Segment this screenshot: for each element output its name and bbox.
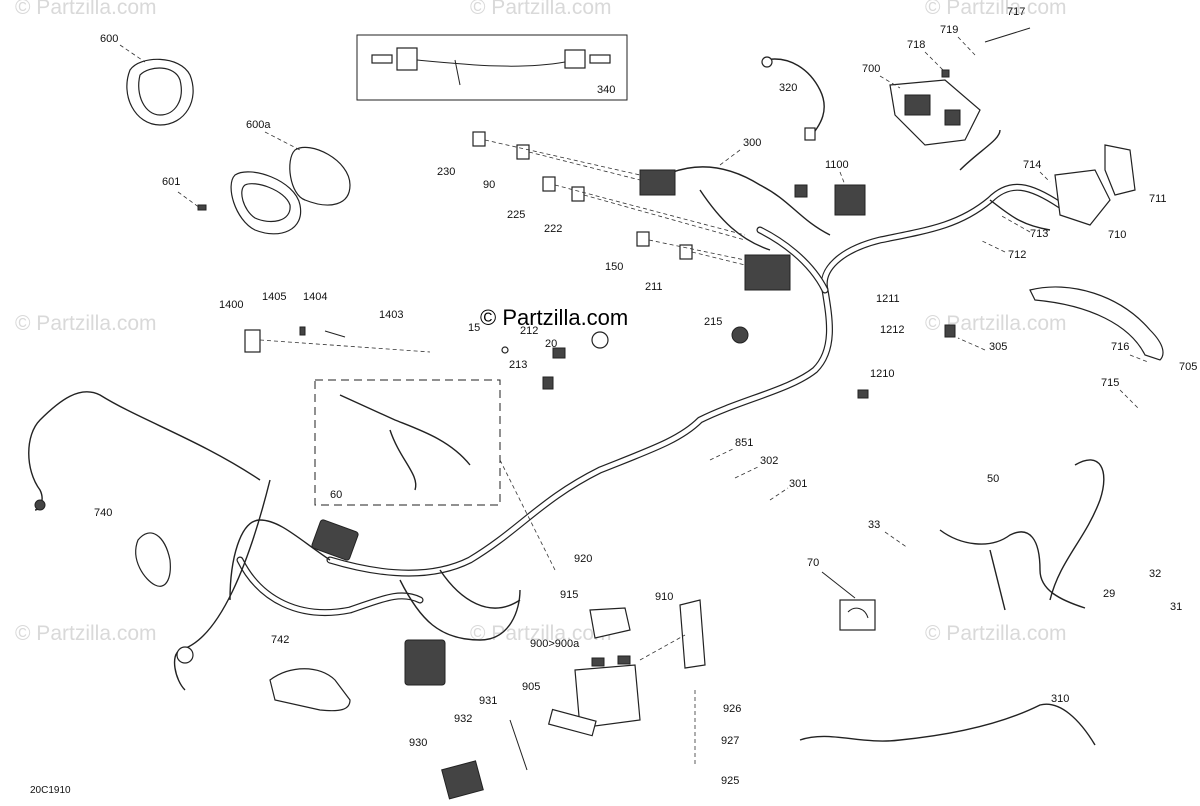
instruction-card-70[interactable] xyxy=(839,599,876,631)
callout-713: 713 xyxy=(1030,228,1048,240)
callout-712: 712 xyxy=(1008,249,1026,261)
callout-714: 714 xyxy=(1023,159,1041,171)
callout-742: 742 xyxy=(271,634,289,646)
diagram-code: 20C1910 xyxy=(30,785,71,796)
callout-340: 340 xyxy=(597,84,615,96)
callout-716: 716 xyxy=(1111,341,1129,353)
callout-301: 301 xyxy=(789,478,807,490)
callout-213: 213 xyxy=(509,359,527,371)
gauge-bezel-600[interactable] xyxy=(126,58,194,126)
tail-light-742[interactable] xyxy=(269,668,351,712)
callout-310: 310 xyxy=(1051,693,1069,705)
callout-927: 927 xyxy=(721,735,739,747)
callout-29: 29 xyxy=(1103,588,1115,600)
callout-717: 717 xyxy=(1007,6,1025,18)
callout-711: 711 xyxy=(1149,193,1167,205)
callout-90: 90 xyxy=(483,179,495,191)
callout-718: 718 xyxy=(907,39,925,51)
watermark-text: © Partzilla.com xyxy=(15,0,157,19)
gauge-cluster-600a[interactable] xyxy=(230,146,351,235)
watermark-layer: © Partzilla.com © Partzilla.com © Partzi… xyxy=(15,0,1067,645)
callout-305: 305 xyxy=(989,341,1007,353)
watermark-center: © Partzilla.com xyxy=(480,305,628,330)
callout-710: 710 xyxy=(1108,229,1126,241)
callout-225: 225 xyxy=(507,209,525,221)
callout-15x: 15 xyxy=(468,322,480,334)
callout-910: 910 xyxy=(655,591,673,603)
regulator-930[interactable] xyxy=(441,760,484,800)
callout-211: 211 xyxy=(645,281,663,293)
callout-915: 915 xyxy=(560,589,578,601)
battery-900[interactable] xyxy=(574,655,641,729)
watermark-text: © Partzilla.com xyxy=(925,622,1067,645)
callout-600a: 600a xyxy=(246,119,271,131)
callout-1210: 1210 xyxy=(870,368,894,380)
callout-1404: 1404 xyxy=(303,291,327,303)
battery-holder-915[interactable] xyxy=(589,607,631,639)
sensor-wire-320[interactable] xyxy=(764,58,825,136)
bracket-910[interactable] xyxy=(679,599,706,669)
callout-33: 33 xyxy=(868,519,880,531)
callout-705: 705 xyxy=(1179,361,1197,373)
module-700[interactable] xyxy=(889,79,981,146)
callout-931: 931 xyxy=(479,695,497,707)
callout-1405: 1405 xyxy=(262,291,286,303)
callout-150: 150 xyxy=(605,261,623,273)
light-strip-705[interactable] xyxy=(1029,286,1164,361)
callout-925: 925 xyxy=(721,775,739,787)
callout-700: 700 xyxy=(862,63,880,75)
callout-32: 32 xyxy=(1149,568,1161,580)
callout-215: 215 xyxy=(704,316,722,328)
callout-900: 900>900a xyxy=(530,638,580,650)
callout-930: 930 xyxy=(409,737,427,749)
callout-926: 926 xyxy=(723,703,741,715)
module-710[interactable] xyxy=(1054,144,1136,226)
watermark-text: © Partzilla.com xyxy=(15,622,157,645)
watermark-text: © Partzilla.com xyxy=(15,312,157,335)
main-wiring-harness[interactable] xyxy=(28,129,1064,691)
watermark-text: © Partzilla.com xyxy=(925,312,1067,335)
callout-302: 302 xyxy=(760,455,778,467)
callout-740: 740 xyxy=(94,507,112,519)
relays-fuses[interactable] xyxy=(472,131,866,291)
callout-70: 70 xyxy=(807,557,819,569)
callout-932: 932 xyxy=(454,713,472,725)
callout-851: 851 xyxy=(735,437,753,449)
callout-1403: 1403 xyxy=(379,309,403,321)
watermark-text: © Partzilla.com xyxy=(470,622,612,645)
callout-1211: 1211 xyxy=(876,293,900,305)
callout-920: 920 xyxy=(574,553,592,565)
inset-340: 340 xyxy=(356,34,628,101)
watermark-text: © Partzilla.com xyxy=(925,0,1067,19)
callout-905: 905 xyxy=(522,681,540,693)
callout-31: 31 xyxy=(1170,601,1182,613)
callout-719: 719 xyxy=(940,24,958,36)
headlight-740[interactable] xyxy=(135,532,171,587)
callout-600: 600 xyxy=(100,33,118,45)
connector-1400[interactable] xyxy=(244,326,346,353)
callout-230: 230 xyxy=(437,166,455,178)
callout-222: 222 xyxy=(544,223,562,235)
callout-1100: 1100 xyxy=(825,159,849,171)
callout-20x: 20 xyxy=(545,338,557,350)
watermark-text: © Partzilla.com xyxy=(470,0,612,19)
callout-601: 601 xyxy=(162,176,180,188)
callout-50: 50 xyxy=(987,473,999,485)
callout-320: 320 xyxy=(779,82,797,94)
battery-cable-50[interactable] xyxy=(939,459,1105,611)
inset-60: 60 xyxy=(314,379,501,506)
callout-715: 715 xyxy=(1101,377,1119,389)
callout-212: 212 xyxy=(520,325,538,337)
cable-310[interactable] xyxy=(799,703,1096,746)
callout-60: 60 xyxy=(330,489,342,501)
callout-1400: 1400 xyxy=(219,299,243,311)
callout-1212: 1212 xyxy=(880,324,904,336)
callout-300: 300 xyxy=(743,137,761,149)
